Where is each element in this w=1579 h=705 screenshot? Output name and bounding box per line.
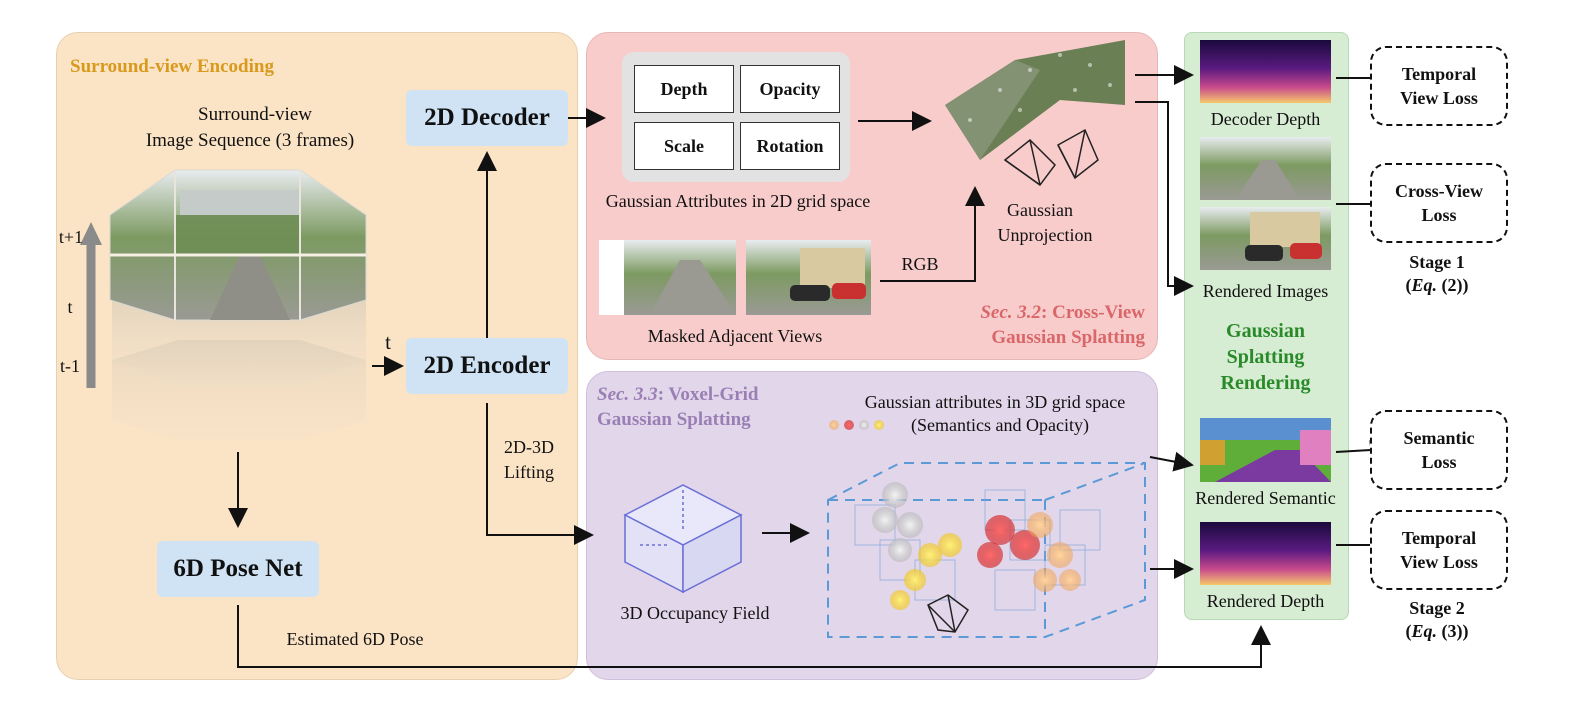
sequence-label-1: Surround-view (198, 104, 312, 125)
rendered-images-caption: Rendered Images (1202, 281, 1329, 301)
stage1-eq-prefix: ( (1405, 275, 1412, 295)
attr-depth: Depth (634, 65, 734, 113)
cross-view-sec-a: : Cross-View (1041, 302, 1145, 323)
cross-view-sec-b: Gaussian Splatting (991, 327, 1145, 348)
semantic-loss-line2: Loss (1421, 452, 1457, 472)
voxel-section-label: Sec. 3.3: Voxel-Grid Gaussian Splatting (597, 382, 827, 432)
masked-views-caption: Masked Adjacent Views (647, 326, 823, 346)
input-t-label: t (385, 330, 391, 354)
encoding-title: Surround-view Encoding (70, 56, 274, 77)
stage2-label: Stage 2 (Eq. (3)) (1370, 597, 1504, 643)
temporal-loss-1-line1: Temporal (1401, 64, 1477, 84)
sequence-label-2: Image Sequence (3 frames) (145, 130, 355, 151)
lifting-label-2: Lifting (504, 462, 554, 482)
pose-label: Estimated 6D Pose (286, 629, 424, 649)
voxel-sec-a: : Voxel-Grid (657, 384, 759, 405)
lifting-label-1: 2D-3D (504, 437, 554, 457)
image-ring (109, 169, 367, 321)
cross-view-section-label: Sec. 3.2: Cross-View Gaussian Splatting (950, 300, 1145, 350)
cross-view-loss-line2: Loss (1421, 205, 1457, 225)
stage1-label: Stage 1 (Eq. (2)) (1370, 251, 1504, 297)
rgb-label: RGB (901, 254, 939, 274)
2d-decoder-node: 2D Decoder (406, 90, 568, 146)
occupancy-cube (623, 484, 743, 594)
voxel-attr-caption-1: Gaussian attributes in 3D grid space (864, 392, 1126, 412)
stage1-title: Stage 1 (1409, 252, 1465, 272)
rendered-depth-caption: Rendered Depth (1206, 591, 1325, 611)
unprojection-label-1: Gaussian (1007, 200, 1073, 220)
occupancy-caption: 3D Occupancy Field (620, 603, 770, 623)
rendering-title-1: Gaussian (1226, 320, 1305, 342)
semantic-thumb (1200, 418, 1331, 482)
stage2-eq-suffix: (3)) (1437, 621, 1469, 641)
gaussian-blobs (872, 482, 1081, 610)
rendering-title: Gaussian Splatting Rendering (1188, 318, 1343, 396)
stage1-eq: Eq. (1411, 275, 1438, 295)
voxel-sec-b: Gaussian Splatting (597, 409, 751, 430)
decoder-depth-caption: Decoder Depth (1210, 109, 1321, 129)
time-label-t-plus-1: t+1 (58, 227, 84, 247)
stage2-eq-prefix: ( (1405, 621, 1412, 641)
attr-scale: Scale (634, 122, 734, 170)
temporal-loss-1-line2: View Loss (1400, 88, 1478, 108)
voxel-sec-num: Sec. 3.3 (597, 384, 658, 405)
rendering-title-3: Rendering (1220, 372, 1311, 394)
attr-2d-caption: Gaussian Attributes in 2D grid space (605, 191, 871, 211)
voxel-attr-caption-2: (Semantics and Opacity) (911, 415, 1089, 435)
stage2-eq: Eq. (1411, 621, 1438, 641)
unprojection-label-2: Unprojection (997, 225, 1093, 245)
time-label-t-minus-1: t-1 (60, 356, 80, 376)
rendering-title-2: Splatting (1226, 346, 1305, 368)
temporal-loss-2-line2: View Loss (1400, 552, 1478, 572)
temporal-loss-2-line1: Temporal (1401, 528, 1477, 548)
semantic-loss-line1: Semantic (1403, 428, 1475, 448)
cross-view-loss-line1: Cross-View (1395, 181, 1483, 201)
cross-view-sec-num: Sec. 3.2 (980, 302, 1042, 323)
stage1-eq-suffix: (2)) (1437, 275, 1469, 295)
attr-opacity: Opacity (740, 65, 840, 113)
stage2-title: Stage 2 (1409, 598, 1465, 618)
6d-pose-net-node: 6D Pose Net (157, 541, 319, 597)
rendered-semantic-caption: Rendered Semantic (1195, 488, 1336, 508)
time-label-t: t (67, 297, 73, 317)
2d-encoder-node: 2D Encoder (406, 338, 568, 394)
attr-rotation: Rotation (740, 122, 840, 170)
